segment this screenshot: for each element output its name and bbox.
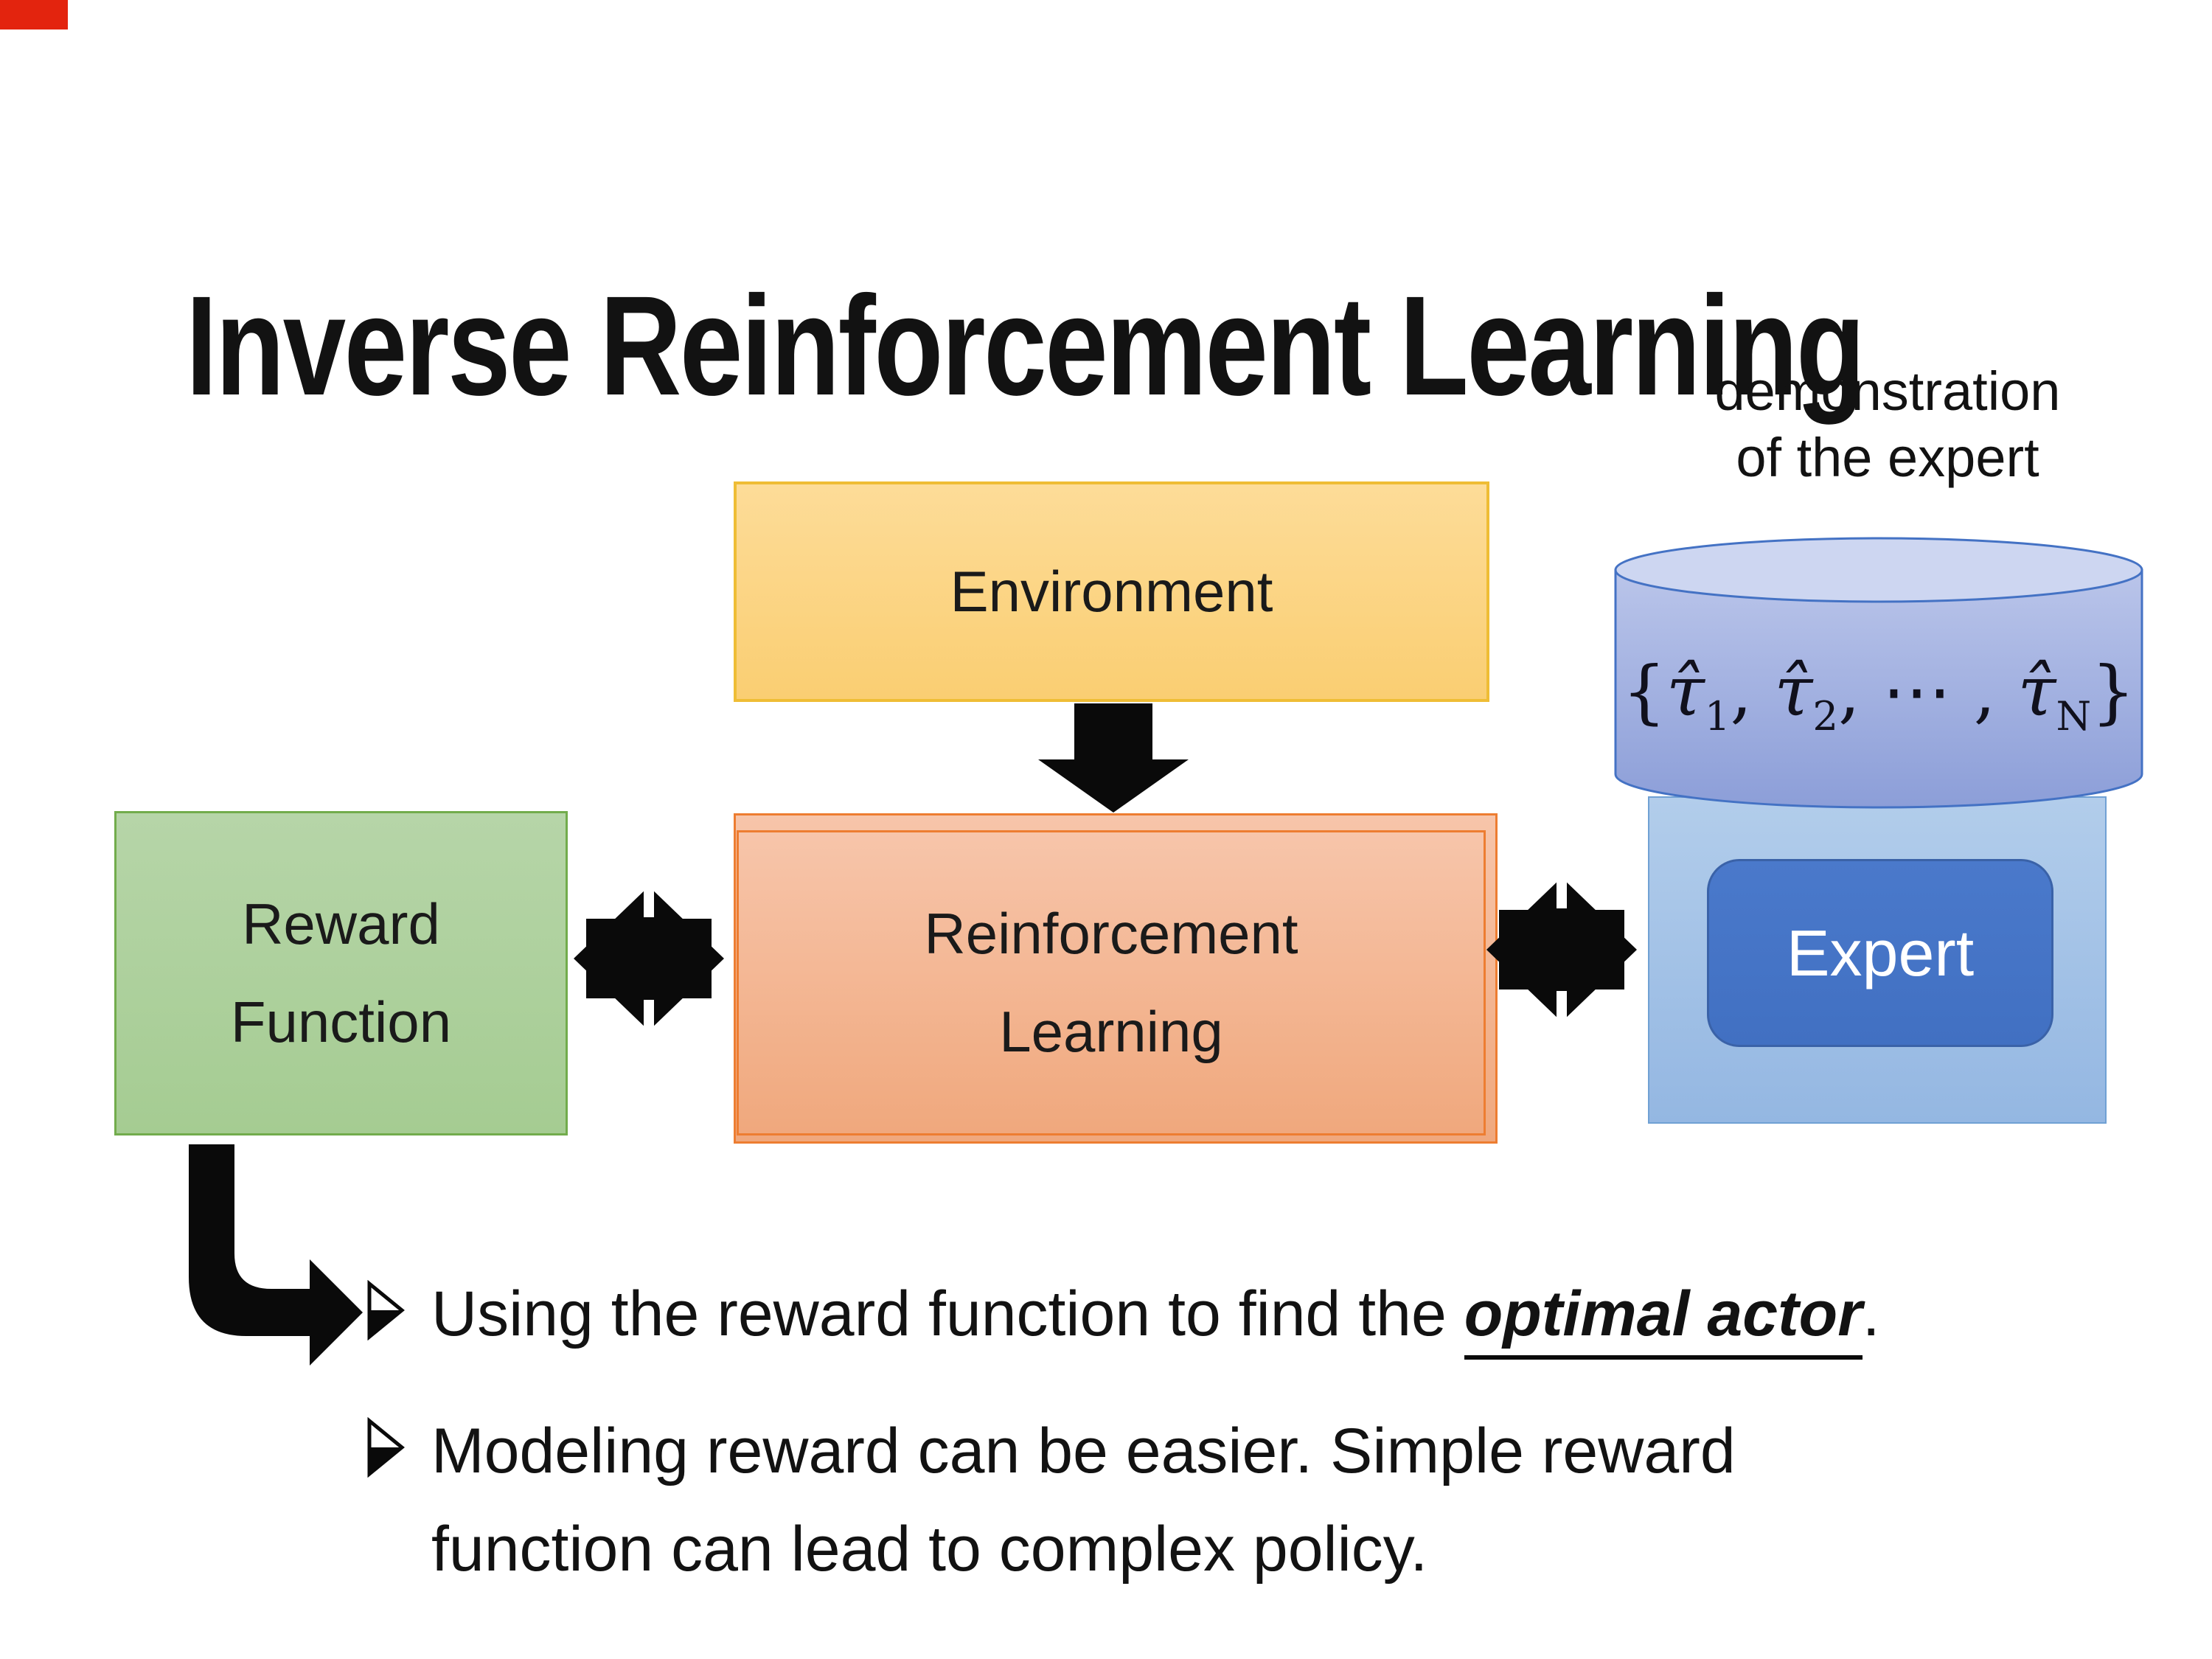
reinforcement-learning-label: Reinforcement Learning — [924, 901, 1298, 1064]
down-arrow-icon — [1038, 703, 1189, 813]
expert-label: Expert — [1786, 916, 1975, 990]
environment-label: Environment — [950, 559, 1273, 625]
bullet-marker-icon — [367, 1280, 405, 1340]
reinforcement-learning-box: Reinforcement Learning — [737, 830, 1486, 1135]
demo-caption: demonstration of the expert — [1714, 361, 2061, 489]
database-cylinder-icon — [1614, 537, 2143, 809]
bullet-item-modeling-reward: Modeling reward can be easier. Simple re… — [431, 1416, 1736, 1585]
page-title: Inverse Reinforcement Learning — [186, 265, 1865, 425]
expert-box: Expert — [1707, 859, 2053, 1047]
bent-arrow-icon — [189, 1144, 363, 1366]
bullet-item-optimal-actor: Using the reward function to find the op… — [431, 1265, 2149, 1363]
reward-function-label: Reward Function — [230, 891, 452, 1054]
red-corner-fragment — [0, 0, 68, 29]
reward-function-box: Reward Function — [114, 811, 568, 1135]
double-arrow-right-icon — [1486, 876, 1637, 1023]
bullet-marker-icon — [367, 1417, 405, 1478]
double-arrow-left-icon — [574, 885, 724, 1032]
environment-box: Environment — [734, 481, 1489, 702]
trajectory-formula: {τ̂1, τ̂2, ⋯ , τ̂N} — [1622, 652, 2135, 740]
